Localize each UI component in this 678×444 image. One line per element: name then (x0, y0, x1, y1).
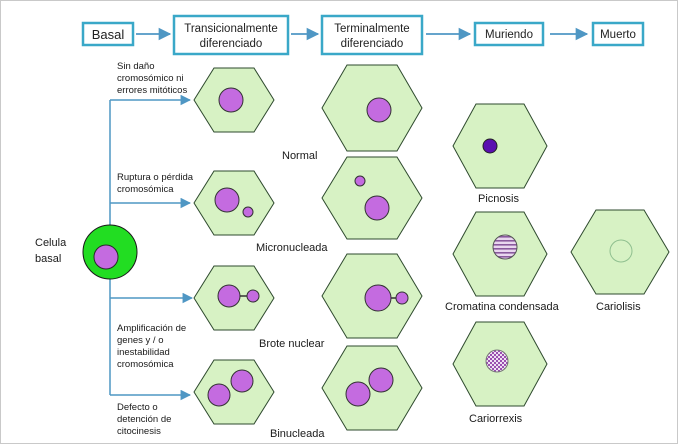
svg-text:cromosómica: cromosómica (117, 359, 174, 370)
svg-text:Ruptura o pérdida: Ruptura o pérdida (117, 172, 194, 183)
svg-text:Sin daño: Sin daño (117, 61, 155, 72)
stage-terminal-box: Terminalmente diferenciado (320, 14, 424, 56)
cell-terminal-binucleated (321, 345, 423, 431)
cell-pyknosis (452, 103, 548, 189)
cell-transitional-micronucleated (193, 170, 275, 236)
label-condensed-chromatin: Cromatina condensada (445, 301, 560, 313)
cell-transitional-nuclear-bud (193, 265, 275, 331)
stage-terminal-line1: Terminalmente (334, 23, 409, 35)
svg-text:detención de: detención de (117, 414, 171, 425)
stage-transitional-box: Transicionalmente diferenciado (172, 14, 290, 56)
svg-text:Amplificación de: Amplificación de (117, 323, 186, 334)
stage-terminal-line2: diferenciado (341, 38, 404, 50)
cause-breakage: Ruptura o pérdida cromosómica (117, 172, 194, 195)
stage-basal-box: Basal (81, 21, 135, 47)
label-pyknosis: Picnosis (478, 193, 519, 205)
svg-text:Defecto o: Defecto o (117, 402, 158, 413)
svg-text:cromosómica: cromosómica (117, 184, 174, 195)
stage-dying-box: Muriendo (473, 21, 545, 47)
stage-dead-box: Muerto (591, 21, 645, 47)
label-nuclear-bud: Brote nuclear (259, 338, 325, 350)
label-micronucleated: Micronucleada (256, 242, 328, 254)
label-karyolysis: Cariolisis (596, 301, 641, 313)
label-binucleated: Binucleada (270, 428, 325, 440)
basal-cell-label-line2: basal (35, 253, 61, 265)
basal-cell-label-line1: Celula (35, 237, 67, 249)
stage-transitional-line2: diferenciado (200, 38, 263, 50)
cell-karyolysis (570, 209, 670, 295)
label-karyorrhexis: Cariorrexis (469, 413, 523, 425)
basal-cell (82, 224, 138, 280)
label-normal: Normal (282, 150, 317, 162)
cell-karyorrhexis (452, 321, 548, 407)
svg-text:errores mitóticos: errores mitóticos (117, 85, 187, 96)
stage-basal-label: Basal (92, 27, 125, 42)
cell-transitional-binucleated (193, 359, 275, 425)
cell-condensed-chromatin (452, 211, 548, 297)
cause-cytokinesis: Defecto o detención de citocinesis (117, 402, 171, 437)
cause-no-damage: Sin daño cromosómico ni errores mitótico… (117, 61, 187, 96)
cell-terminal-nuclear-bud (321, 253, 423, 339)
stage-dead-label: Muerto (600, 29, 636, 41)
svg-text:citocinesis: citocinesis (117, 426, 161, 437)
cell-terminal-normal (321, 64, 423, 152)
cell-terminal-micronucleated (321, 156, 423, 240)
svg-text:inestabilidad: inestabilidad (117, 347, 170, 358)
cause-amplification: Amplificación de genes y / o inestabilid… (117, 323, 186, 370)
svg-text:genes y / o: genes y / o (117, 335, 163, 346)
svg-text:cromosómico ni: cromosómico ni (117, 73, 184, 84)
stage-dying-label: Muriendo (485, 29, 533, 41)
cell-transitional-normal (193, 67, 275, 133)
stage-transitional-line1: Transicionalmente (184, 23, 278, 35)
